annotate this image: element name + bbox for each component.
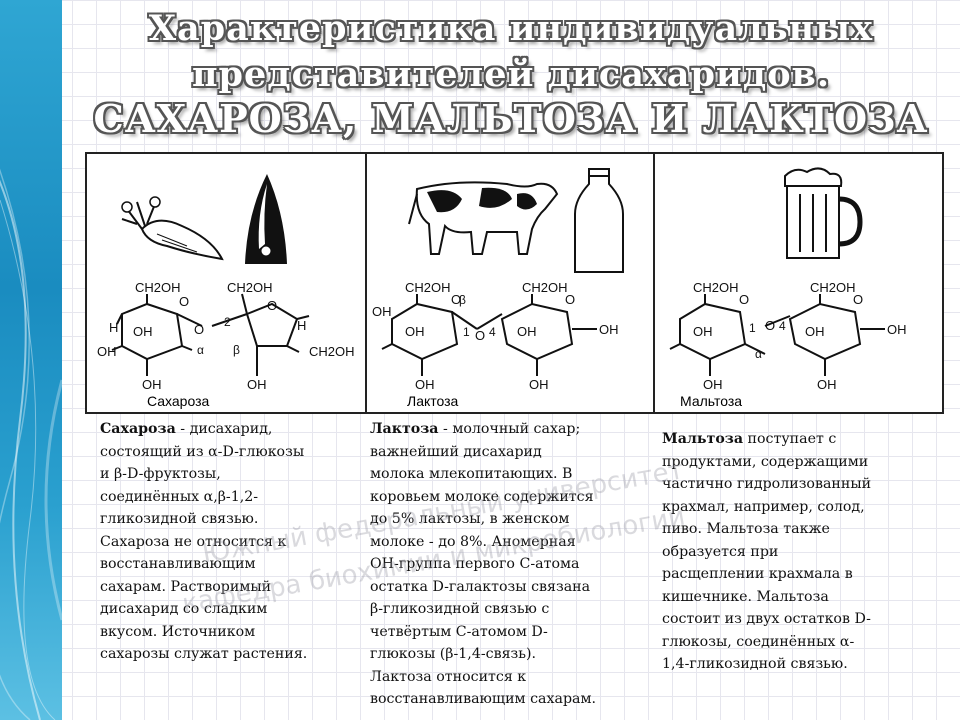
slide-title-line-2: представителей дисахаридов. — [191, 54, 831, 95]
slide-title-line-1: Характеристика индивидуальных — [148, 8, 874, 49]
oh-label: OH — [805, 324, 825, 339]
ring-oxygen-label: O — [853, 292, 863, 307]
locant-4-label: 4 — [779, 319, 786, 333]
oh-label: OH — [415, 377, 435, 392]
locant-1-label: 1 — [463, 325, 470, 339]
o-bridge-label: O — [194, 322, 204, 337]
ch2oh-label: CH2OH — [309, 344, 355, 359]
ch2oh-label: CH2OH — [810, 280, 856, 295]
ch2oh-label: CH2OH — [405, 280, 451, 295]
alpha-label: α — [197, 343, 204, 357]
beta-label: β — [233, 343, 240, 357]
maltose-description: Мальтоза поступает с продуктами, содержа… — [662, 428, 922, 676]
locant-2-label: 2 — [224, 315, 231, 329]
beta-label: β — [459, 293, 466, 307]
ch2oh-label: CH2OH — [227, 280, 273, 295]
maltose-structure — [669, 294, 885, 376]
h-label: H — [297, 318, 306, 333]
oh-label: OH — [693, 324, 713, 339]
sucrose-term: Сахароза — [100, 421, 176, 437]
oh-label: OH — [142, 377, 162, 392]
lactose-term: Лактоза — [370, 421, 439, 437]
sucrose-text: - дисахарид, состоящий из α-D-глюкозы и … — [100, 421, 308, 662]
oh-label: OH — [372, 304, 392, 319]
locant-1-label: 1 — [749, 321, 756, 335]
ring-oxygen-label: O — [739, 292, 749, 307]
left-decorative-band — [0, 0, 62, 720]
sucrose-structure — [111, 293, 310, 376]
oh-label: OH — [599, 322, 619, 337]
maltose-term: Мальтоза — [662, 431, 744, 447]
sucrose-caption: Сахароза — [147, 393, 210, 409]
oh-label: OH — [97, 344, 117, 359]
lactose-caption: Лактоза — [407, 393, 459, 409]
maltose-caption: Мальтоза — [680, 393, 742, 409]
sucrose-panel: CH2OH O H OH OH OH O 2 α β CH2OH O CH2OH… — [97, 174, 355, 409]
oh-label: OH — [529, 377, 549, 392]
structures-figure: CH2OH O H OH OH OH O 2 α β CH2OH O CH2OH… — [85, 152, 944, 414]
sugar-loaf-icon — [245, 174, 287, 264]
ring-oxygen-label: O — [451, 292, 461, 307]
panel-divider — [653, 154, 655, 412]
cow-icon — [408, 181, 559, 255]
maltose-text: поступает с продуктами, содержащими част… — [662, 431, 872, 672]
oh-label: OH — [517, 324, 537, 339]
ring-oxygen-label: O — [179, 294, 189, 309]
ch2oh-label: CH2OH — [135, 280, 181, 295]
sucrose-description: Сахароза - дисахарид, состоящий из α-D-г… — [100, 418, 355, 666]
slide-title-line-3: САХАРОЗА, МАЛЬТОЗА И ЛАКТОЗА — [93, 96, 929, 141]
oh-label: OH — [817, 377, 837, 392]
o-bridge-label: O — [475, 328, 485, 343]
maltose-panel: CH2OH O OH OH 1 α O 4 CH2OH O OH OH OH М… — [669, 167, 907, 409]
oh-label: OH — [133, 324, 153, 339]
h-label: H — [109, 320, 118, 335]
lactose-text: - молочный сахар; важнейший дисахарид мо… — [370, 421, 597, 707]
alpha-label: α — [755, 347, 762, 361]
ch2oh-label: CH2OH — [522, 280, 568, 295]
lactose-description: Лактоза - молочный сахар; важнейший диса… — [370, 418, 645, 711]
oh-label: OH — [405, 324, 425, 339]
lactose-panel: CH2OH O OH OH OH β 1 O 4 CH2OH O OH OH O… — [372, 168, 624, 409]
oh-label: OH — [247, 377, 267, 392]
beer-mug-icon — [784, 167, 863, 259]
panel-divider — [365, 154, 367, 412]
sugar-beet-icon — [121, 196, 224, 261]
ch2oh-label: CH2OH — [693, 280, 739, 295]
ring-oxygen-label: O — [565, 292, 575, 307]
ring-oxygen-label: O — [267, 298, 277, 313]
o-bridge-label: O — [765, 318, 775, 333]
lactose-structure — [381, 294, 597, 376]
oh-label: OH — [703, 377, 723, 392]
locant-4-label: 4 — [489, 325, 496, 339]
oh-label: OH — [887, 322, 907, 337]
milk-bottle-icon — [574, 168, 624, 273]
